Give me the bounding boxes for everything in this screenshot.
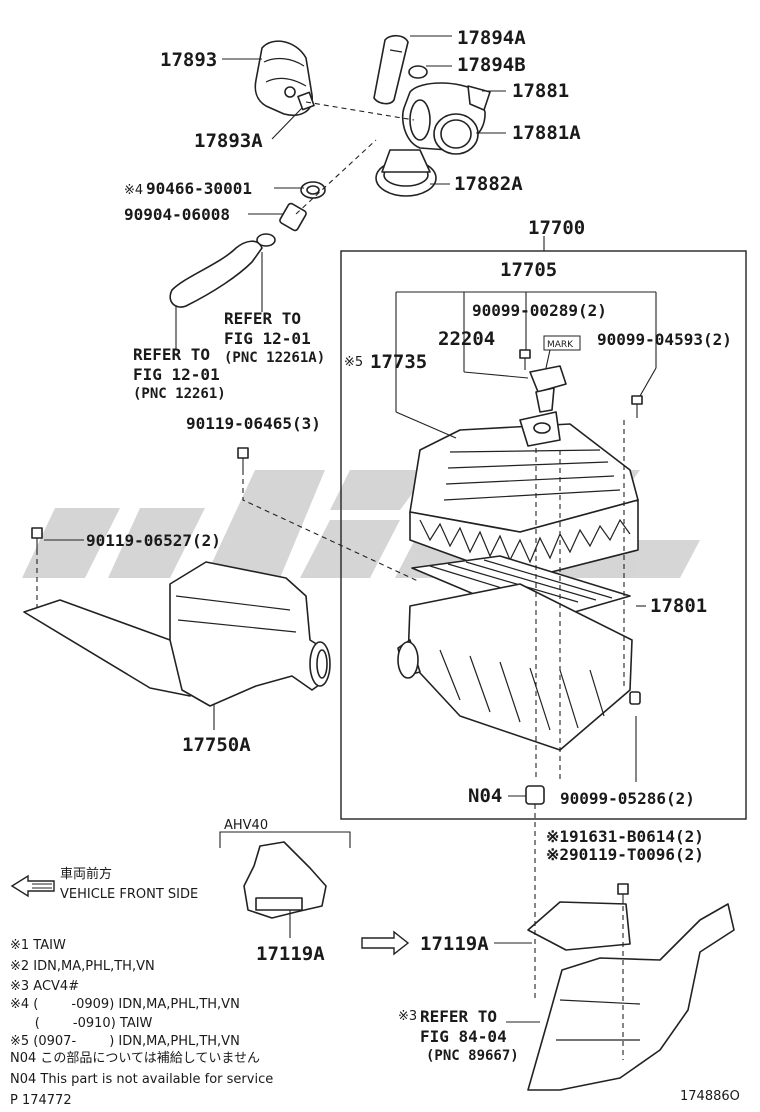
bracket-part-right [527, 901, 631, 951]
rubber-mount-part-N04 [525, 785, 545, 805]
callout-90119-06465: 90119-06465(3) [186, 414, 321, 433]
front-arrow-icon [10, 874, 55, 898]
note-line: ※5 (0907- ) IDN,MA,PHL,TH,VN [10, 1034, 240, 1049]
callout-17893: 17893 [160, 49, 217, 71]
ventilation-hose-part [169, 240, 263, 308]
note-line: N04 This part is not available for servi… [10, 1072, 273, 1087]
fitting-part-90904 [279, 202, 307, 232]
callout-91631: ※191631-B0614(2) [546, 827, 704, 846]
radiator-support-part [527, 903, 735, 1091]
callout-17894B: 17894B [457, 54, 526, 76]
callout-17700: 17700 [528, 217, 585, 239]
mark-tag-text: MARK [547, 340, 574, 350]
footer-figure-id: 174886O [680, 1089, 740, 1104]
air-cleaner-case-part [397, 583, 633, 751]
refer-line-2: FIG 12-01 [224, 329, 311, 348]
refer-line-2: FIG 12-01 [133, 365, 220, 384]
screw-part-90119-06527 [31, 527, 43, 550]
callout-17119A-right: 17119A [420, 933, 489, 955]
refer-line-2: FIG 84-04 [420, 1027, 507, 1046]
note-line: ※3 ACV4# [10, 979, 79, 994]
bracket-part-left [243, 841, 327, 919]
refer-line-3: (PNC 12261) [133, 386, 226, 402]
grommet-part-90099-05286 [629, 691, 641, 705]
screw-part-90119-T0096 [617, 883, 629, 906]
hose-clip-part-90466 [300, 181, 326, 199]
callout-90119-T0096: ※290119-T0096(2) [546, 845, 704, 864]
callout-90904: 90904-06008 [124, 205, 230, 224]
air-flow-meter-part [529, 365, 567, 413]
clamp-part-17882A [375, 149, 437, 197]
front-label-jp: 車両前方 [60, 866, 112, 882]
small-clip-part [256, 233, 276, 247]
footnotes: ※1 TAIW ※2 IDN,MA,PHL,TH,VN ※3 ACV4# ※4 … [10, 938, 273, 1087]
callout-17705: 17705 [500, 259, 557, 281]
note-line: ※1 TAIW [10, 938, 66, 953]
callout-90119-06527: 90119-06527(2) [86, 531, 221, 550]
refer-mark: ※3 [398, 1009, 417, 1024]
callout-17735: 17735 [370, 351, 427, 373]
footer-page-id: P 174772 [10, 1093, 72, 1108]
resonator-cap-part [254, 40, 315, 116]
refer-line-1: REFER TO [133, 345, 210, 364]
refer-to-89667: ※3 REFER TO FIG 84-04 (PNC 89667) [398, 1007, 519, 1064]
callout-N04: N04 [468, 785, 502, 807]
air-intake-duct-part [23, 561, 331, 707]
callout-17881A: 17881A [512, 122, 581, 144]
clamp-part-17881A [433, 113, 479, 155]
callout-90466: 90466-30001 [146, 179, 252, 198]
callout-22204: 22204 [438, 328, 495, 350]
callout-17750A: 17750A [182, 734, 251, 756]
callout-17801: 17801 [650, 595, 707, 617]
hose-clip-part [408, 65, 428, 79]
refer-to-12261A: REFER TO FIG 12-01 (PNC 12261A) [224, 309, 325, 366]
note-line: ( -0910) TAIW [10, 1016, 153, 1031]
air-hose-part [373, 34, 409, 105]
refer-line-3: (PNC 89667) [426, 1048, 519, 1064]
screw-part-90099-04593 [631, 395, 643, 418]
screw-part-90099-00289 [519, 349, 531, 370]
callout-17894A: 17894A [457, 27, 526, 49]
refer-line-3: (PNC 12261A) [224, 350, 325, 366]
see-arrow-icon [361, 930, 410, 956]
callout-17882A: 17882A [454, 173, 523, 195]
callout-ahv40: AHV40 [224, 818, 268, 833]
mark-tag-label: MARK [543, 335, 581, 369]
screw-part-90119-06465 [237, 447, 249, 470]
note-line: ※2 IDN,MA,PHL,TH,VN [10, 959, 155, 974]
callout-90099-05286: 90099-05286(2) [560, 789, 695, 808]
note-line: N04 この部品については補給していません [10, 1051, 260, 1066]
front-label-en: VEHICLE FRONT SIDE [60, 887, 198, 902]
callout-17893A: 17893A [194, 130, 263, 152]
callout-90099-00289: 90099-00289(2) [472, 301, 607, 320]
refer-line-1: REFER TO [224, 309, 301, 328]
callout-90466-mark: ※4 [124, 183, 143, 198]
callout-90099-04593: 90099-04593(2) [597, 330, 732, 349]
callout-17881: 17881 [512, 80, 569, 102]
callout-17735-mark: ※5 [344, 355, 363, 370]
refer-line-1: REFER TO [420, 1007, 497, 1026]
note-line: ※4 ( -0909) IDN,MA,PHL,TH,VN [10, 997, 240, 1012]
callout-17119A-left: 17119A [256, 943, 325, 965]
refer-to-12261: REFER TO FIG 12-01 (PNC 12261) [133, 345, 226, 402]
